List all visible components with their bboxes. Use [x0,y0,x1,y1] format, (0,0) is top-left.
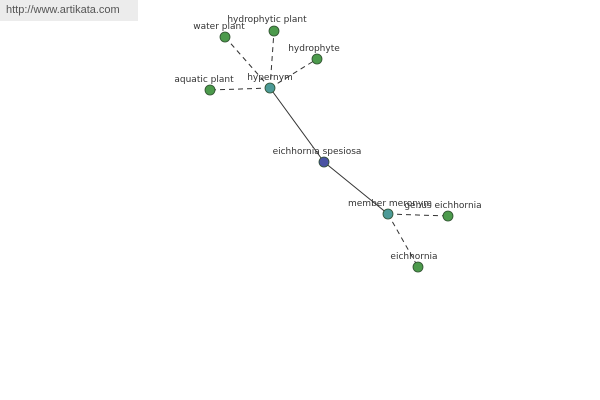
edge-hypernym-to-aquatic_plant [209,87,271,91]
labels-layer: eichhornia spesiosa hypernym member merony… [174,15,481,262]
node-hydrophytic-plant[interactable] [268,25,280,37]
node-label-genus-eichhornia: genus eichhornia [404,201,481,211]
edge-hypernym-to-hydrophytic_plant [269,30,275,89]
edge-meronym-to-genus_eichhornia [387,213,449,217]
node-eichhornia-genus[interactable] [412,261,424,273]
node-label-eichhornia-genus: eichhornia [390,252,437,262]
node-eichhornia[interactable] [318,156,330,168]
node-meronym[interactable] [382,208,394,220]
edge-eichhornia-to-meronym [323,161,389,215]
node-label-eichhornia: eichhornia spesiosa [273,147,362,157]
edge-eichhornia-to-hypernym [269,87,325,163]
node-label-hypernym: hypernym [247,73,293,83]
node-label-hydrophyte: hydrophyte [288,44,340,54]
edge-hypernym-to-hydrophyte [269,58,318,89]
edge-hypernym-to-water_plant [224,36,271,89]
source-link[interactable]: http://www.artikata.com [6,4,120,16]
node-hypernym[interactable] [264,82,276,94]
node-label-meronym: member meronym [348,199,432,209]
node-water-plant[interactable] [219,31,231,43]
node-genus-eichhornia[interactable] [442,210,454,222]
node-hydrophyte[interactable] [311,53,323,65]
node-aquatic-plant[interactable] [204,84,216,96]
node-label-water-plant: water plant [193,22,245,32]
source-banner: http://www.artikata.com [0,0,138,21]
nodes-layer [204,25,454,273]
node-label-hydrophytic-plant: hydrophytic plant [227,15,307,25]
node-label-aquatic-plant: aquatic plant [174,75,234,85]
edge-meronym-to-eichhornia_genus [387,213,419,268]
edges-layer [209,30,449,268]
